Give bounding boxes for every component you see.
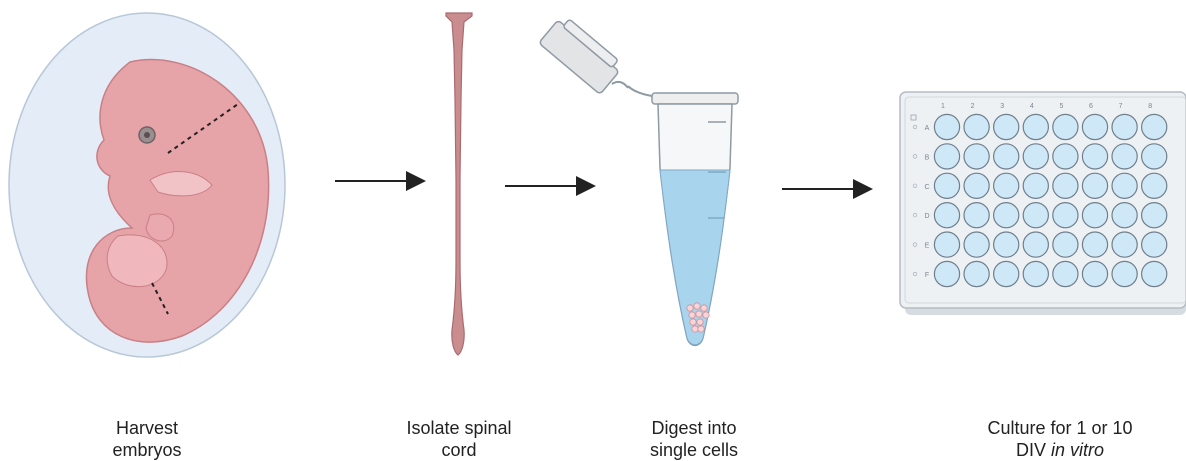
plate-well [1112, 144, 1137, 169]
plate-column-label: 5 [1059, 103, 1063, 110]
plate-well [1142, 261, 1167, 286]
plate-row-label: A [925, 125, 930, 132]
plate-well [1112, 261, 1137, 286]
plate-well [1053, 173, 1078, 198]
plate-well [994, 203, 1019, 228]
caption-line: embryos [77, 439, 217, 461]
plate-well [1142, 203, 1167, 228]
plate-column-label: 6 [1089, 103, 1093, 110]
plate-well [934, 203, 959, 228]
step-caption-digest: Digest into single cells [614, 417, 774, 461]
plate-well [934, 114, 959, 139]
spinal-cord-illustration [446, 13, 472, 355]
plate-well [1142, 114, 1167, 139]
plate-well [1082, 203, 1107, 228]
plate-well [964, 203, 989, 228]
plate-well [1082, 114, 1107, 139]
plate-well [1023, 232, 1048, 257]
microcentrifuge-tube-illustration [539, 14, 738, 346]
tube-lid-icon [539, 14, 652, 96]
step-caption-harvest: Harvest embryos [77, 417, 217, 461]
plate-well [1053, 114, 1078, 139]
plate-well [934, 173, 959, 198]
plate-column-label: 2 [971, 103, 975, 110]
caption-line: Isolate spinal [374, 417, 544, 439]
caption-line: Harvest [77, 417, 217, 439]
caption-line: DIV in vitro [950, 439, 1170, 461]
plate-well [1112, 203, 1137, 228]
plate-well [1023, 144, 1048, 169]
step-caption-isolate: Isolate spinal cord [374, 417, 544, 461]
plate-well [1053, 261, 1078, 286]
caption-line: Digest into [614, 417, 774, 439]
plate-column-label: 4 [1030, 103, 1034, 110]
caption-text: DIV [1016, 440, 1051, 460]
plate-column-label: 7 [1119, 103, 1123, 110]
plate-well [994, 144, 1019, 169]
plate-well [964, 232, 989, 257]
plate-well [934, 232, 959, 257]
plate-well [1142, 232, 1167, 257]
plate-well [1053, 203, 1078, 228]
plate-well [1112, 114, 1137, 139]
plate-well [1023, 203, 1048, 228]
plate-well [1112, 173, 1137, 198]
plate-well [1142, 173, 1167, 198]
plate-well [1082, 173, 1107, 198]
plate-row-label: B [925, 154, 930, 161]
plate-well [1112, 232, 1137, 257]
plate-well [994, 173, 1019, 198]
step-caption-culture: Culture for 1 or 10 DIV in vitro [950, 417, 1170, 461]
plate-well [934, 144, 959, 169]
plate-column-label: 8 [1148, 103, 1152, 110]
plate-well [964, 114, 989, 139]
caption-line: Culture for 1 or 10 [950, 417, 1170, 439]
plate-row-label: F [925, 272, 929, 279]
plate-well [1023, 173, 1048, 198]
well-plate-illustration: 1 2 3 4 5 6 7 8 A B C D E F [900, 92, 1186, 315]
plate-well [1053, 144, 1078, 169]
plate-row-label: C [924, 184, 929, 191]
plate-well [964, 173, 989, 198]
plate-well [1082, 261, 1107, 286]
plate-well [934, 261, 959, 286]
plate-well [994, 114, 1019, 139]
plate-column-label: 3 [1000, 103, 1004, 110]
plate-column-label: 1 [941, 103, 945, 110]
caption-line: single cells [614, 439, 774, 461]
caption-italic-text: in vitro [1051, 440, 1104, 460]
plate-row-label: D [924, 213, 929, 220]
tube-rim [652, 93, 738, 104]
plate-well [1082, 144, 1107, 169]
plate-well [964, 144, 989, 169]
plate-well [964, 261, 989, 286]
tube-liquid [660, 170, 730, 345]
plate-well [1142, 144, 1167, 169]
plate-well [994, 261, 1019, 286]
plate-well [1082, 232, 1107, 257]
embryo-dish-illustration [9, 13, 285, 357]
plate-well [1023, 261, 1048, 286]
caption-line: cord [374, 439, 544, 461]
plate-well [1053, 232, 1078, 257]
plate-row-label: E [925, 243, 930, 250]
plate-well [1023, 114, 1048, 139]
plate-well [994, 232, 1019, 257]
